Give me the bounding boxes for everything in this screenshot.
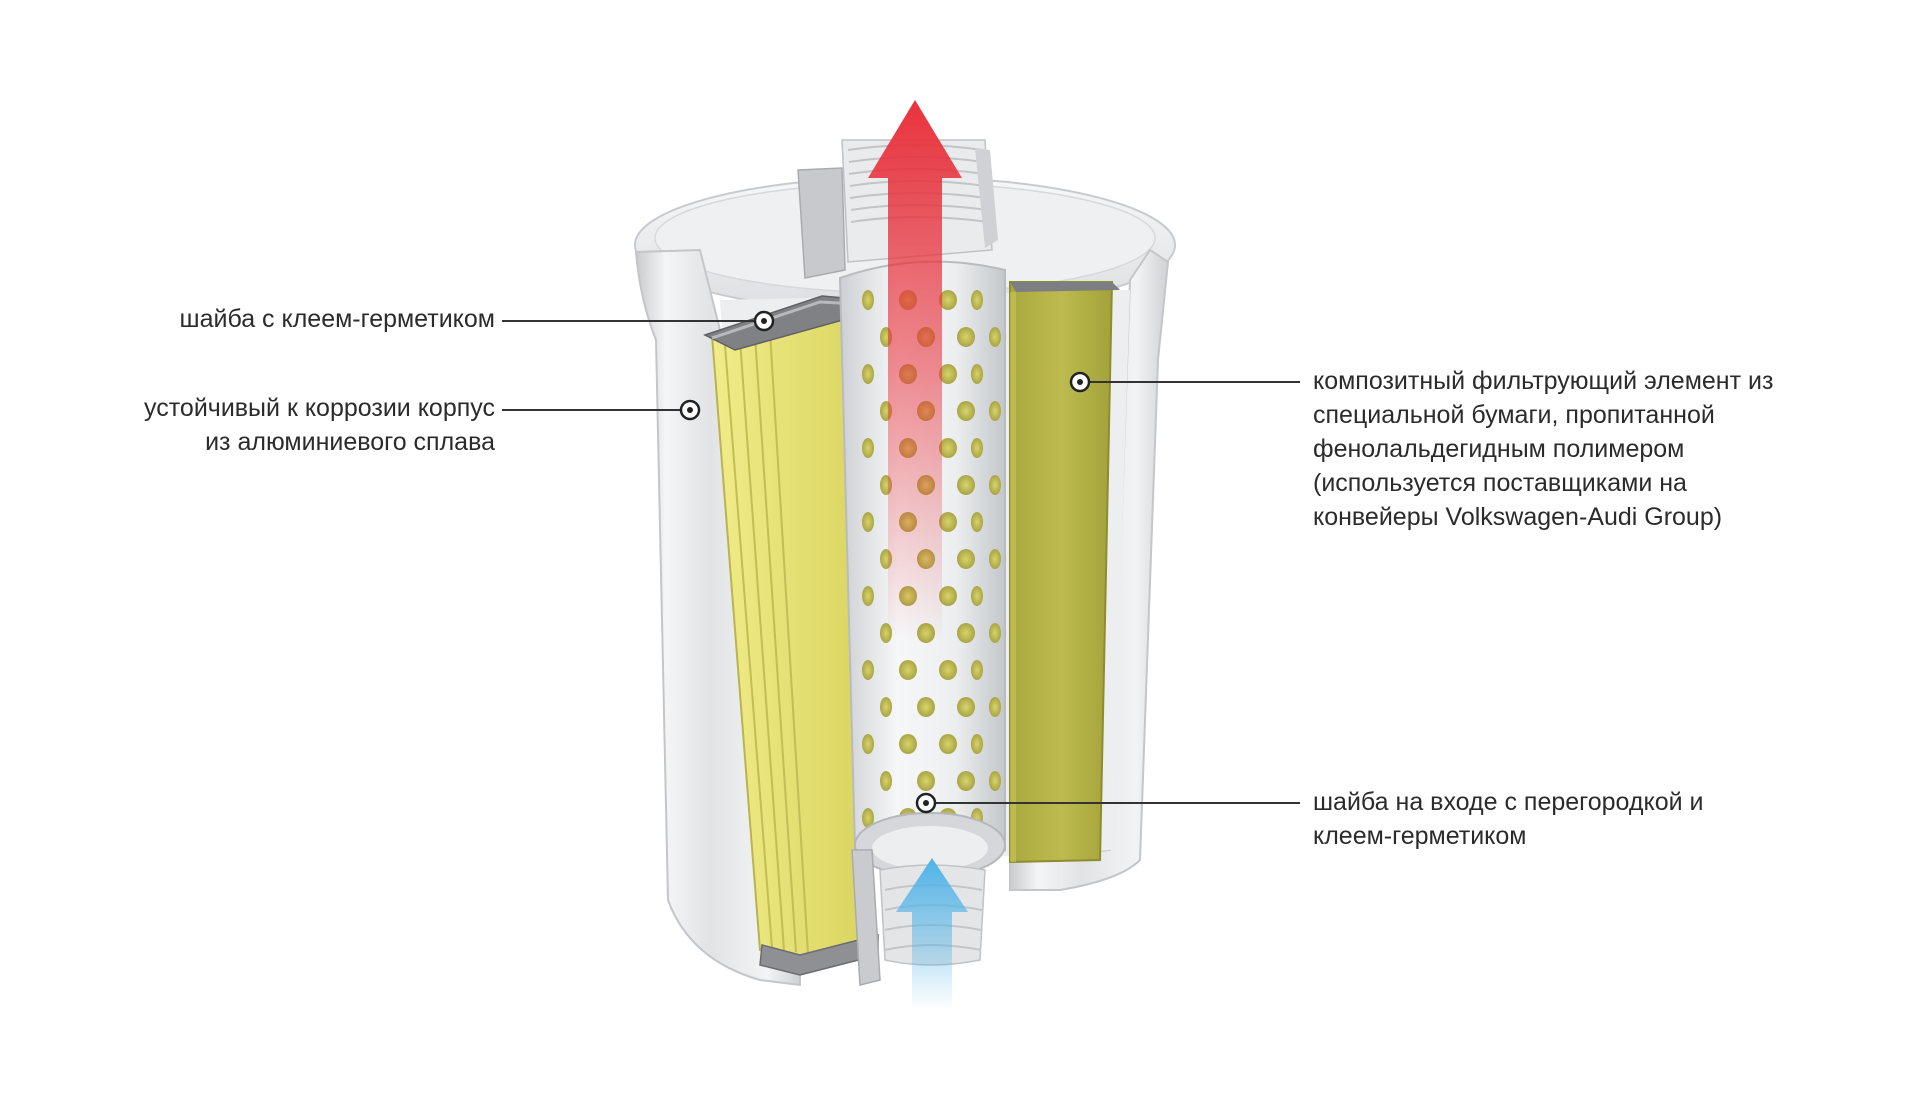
perforation-hole	[880, 771, 892, 791]
perforation-hole	[862, 290, 874, 310]
label-line: шайба с клеем-герметиком	[179, 305, 495, 333]
perforation-hole	[899, 734, 917, 754]
perforation-hole	[957, 327, 975, 347]
label-line: конвейеры Volkswagen-Audi Group)	[1313, 503, 1723, 531]
label-housing: устойчивый к коррозии корпус из алюминие…	[144, 391, 495, 459]
perforation-hole	[939, 660, 957, 680]
label-line: шайба на входе с перегородкой и	[1313, 788, 1704, 816]
label-line: из алюминиевого сплава	[205, 428, 495, 456]
perforation-hole	[971, 660, 983, 680]
perforation-hole	[939, 512, 957, 532]
perforation-hole	[862, 512, 874, 532]
perforation-hole	[957, 549, 975, 569]
perforation-hole	[971, 512, 983, 532]
label-line: устойчивый к коррозии корпус	[144, 394, 495, 422]
perforation-hole	[971, 290, 983, 310]
perforation-hole	[862, 364, 874, 384]
label-line: композитный фильтрующий элемент из	[1313, 367, 1774, 395]
perforation-hole	[971, 364, 983, 384]
perforation-hole	[989, 327, 1001, 347]
perforation-hole	[939, 290, 957, 310]
perforation-hole	[971, 438, 983, 458]
perforation-hole	[989, 401, 1001, 421]
perforation-hole	[989, 623, 1001, 643]
perforation-hole	[989, 697, 1001, 717]
perforation-hole	[862, 438, 874, 458]
perforation-hole	[862, 586, 874, 606]
inlet-flow-arrow	[896, 858, 968, 1010]
perforation-hole	[917, 697, 935, 717]
callout-gasket-top	[502, 310, 775, 332]
perforation-hole	[939, 364, 957, 384]
perforation-hole	[971, 734, 983, 754]
label-line: специальной бумаги, пропитанной	[1313, 401, 1715, 429]
label-line: (используется поставщиками на	[1313, 469, 1687, 497]
perforation-hole	[939, 586, 957, 606]
perforation-hole	[917, 771, 935, 791]
label-line: клеем-герметиком	[1313, 822, 1527, 850]
perforation-hole	[939, 734, 957, 754]
label-filter-element: композитный фильтрующий элемент из специ…	[1313, 364, 1773, 534]
perforation-hole	[957, 475, 975, 495]
housing-left-wall	[634, 248, 801, 987]
callout-filter-element	[1069, 371, 1300, 393]
perforation-hole	[899, 660, 917, 680]
perforation-hole	[989, 771, 1001, 791]
label-gasket-inlet: шайба на входе с перегородкой и клеем-ге…	[1313, 785, 1703, 853]
housing-right-wall	[1009, 248, 1170, 891]
outlet-flow-arrow	[868, 100, 962, 640]
perforation-hole	[939, 438, 957, 458]
perforation-hole	[957, 401, 975, 421]
perforation-hole	[989, 475, 1001, 495]
label-line: фенолальдегидным полимером	[1313, 435, 1685, 463]
perforation-hole	[957, 623, 975, 643]
perforation-hole	[862, 660, 874, 680]
perforation-hole	[957, 697, 975, 717]
perforation-hole	[862, 808, 874, 828]
callout-housing	[502, 399, 701, 421]
label-gasket-top: шайба с клеем-герметиком	[180, 302, 495, 336]
perforation-hole	[957, 771, 975, 791]
perforation-hole	[880, 697, 892, 717]
perforation-hole	[989, 549, 1001, 569]
perforation-hole	[971, 586, 983, 606]
callout-gasket-inlet	[915, 792, 1300, 814]
filter-element-right-section	[1009, 281, 1120, 864]
perforation-hole	[862, 734, 874, 754]
